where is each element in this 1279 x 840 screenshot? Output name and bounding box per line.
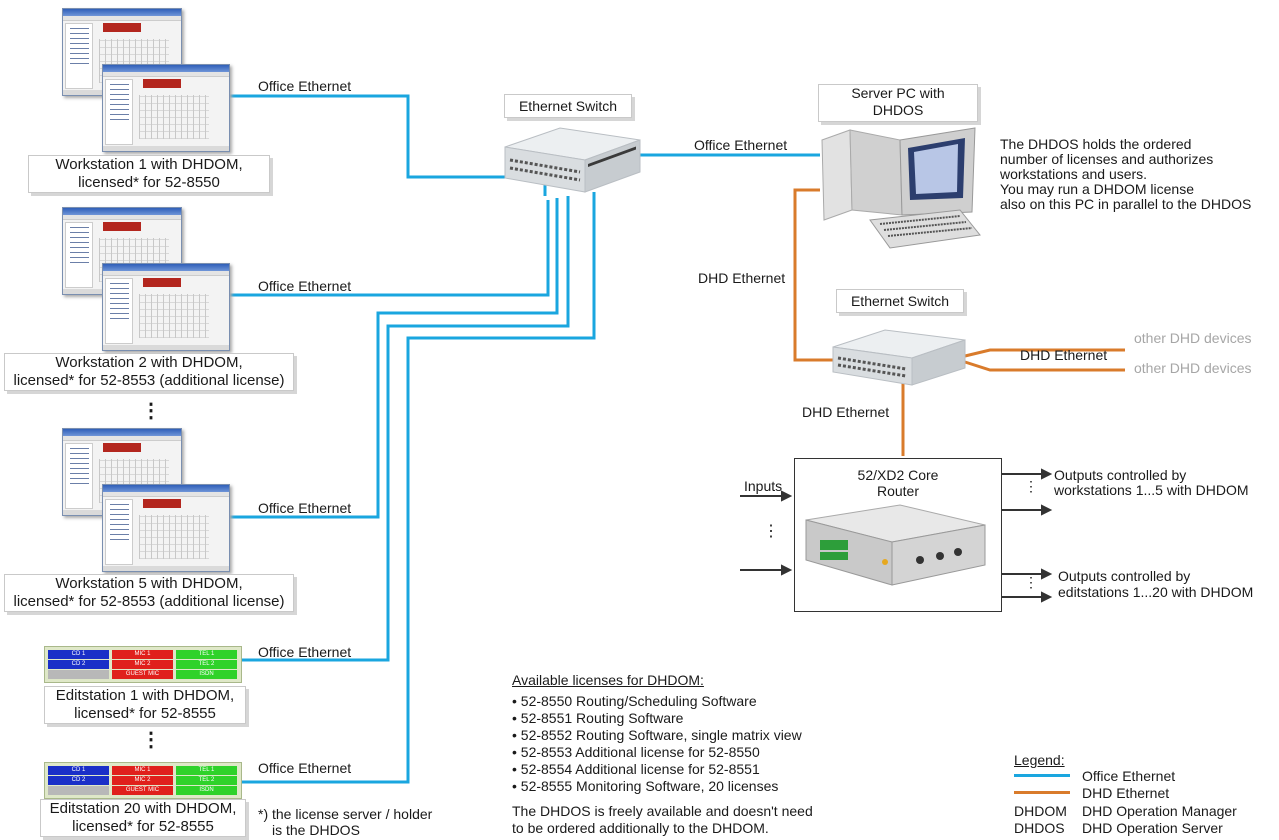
workstation-2-window-front [102,263,230,351]
workstation-ellipsis: ⋮ [141,400,161,422]
panel-button: TEL 1 [176,766,237,775]
workstation-1-caption: Workstation 1 with DHDOM,licensed* for 5… [28,155,270,193]
editstation-ellipsis: ⋮ [141,729,161,751]
office-link-ws1 [228,94,547,196]
legend-dhdos-abbr: DHDOS [1014,820,1065,836]
panel-button: GUEST MIC [112,670,173,679]
editstation-1-caption: Editstation 1 with DHDOM,licensed* for 5… [44,686,246,724]
panel-button: GUEST MIC [112,786,173,795]
outputs-1-ellipsis: ⋮ [1024,478,1038,494]
dhdos-note: The DHDOS is freely available and doesn'… [512,803,813,836]
router-device [805,504,986,586]
ws5-link-label: Office Ethernet [258,500,352,516]
es1-link-label: Office Ethernet [258,644,352,660]
license-item: • 52-8550 Routing/Scheduling Software [512,693,757,709]
router-inputs-label: Inputs [744,478,783,494]
editstation-1-panel: CD 1 MIC 1 TEL 1 CD 2 MIC 2 TEL 2 GUEST … [44,646,242,683]
legend-dhd-label: DHD Ethernet [1082,785,1170,801]
legend-dhdom-abbr: DHDOM [1014,803,1067,819]
office-switch-label: Ethernet Switch [504,94,632,118]
office-link-ws2 [228,200,550,297]
workstation-1-window-front [102,64,230,152]
office-switch-device [504,127,641,193]
server-dhd-link-label: DHD Ethernet [698,270,786,286]
panel-button: TEL 2 [176,776,237,785]
panel-button: MIC 1 [112,766,173,775]
panel-button: TEL 1 [176,650,237,659]
license-item: • 52-8555 Monitoring Software, 20 licens… [512,778,779,794]
inputs-ellipsis: ⋮ [763,523,779,540]
legend-dhdom-full: DHD Operation Manager [1082,803,1237,819]
workstation-5-window-front [102,484,230,572]
dhd-link-server [793,188,860,362]
legend-heading: Legend: [1014,752,1065,768]
panel-button: CD 2 [48,776,109,785]
panel-button: CD 1 [48,650,109,659]
panel-button: ISDN [176,786,237,795]
office-link-es1 [228,196,570,662]
licenses-block: Available licenses for DHDOM: • 52-8550 … [512,672,802,795]
panel-button [48,786,109,795]
dhd-link-other1 [964,348,1125,358]
panel-button: MIC 1 [112,650,173,659]
panel-button: CD 2 [48,660,109,669]
office-link-ws5 [228,198,559,519]
footnote-line1: *) the license server / holder [258,806,433,822]
legend-dhd-line [1014,791,1070,794]
panel-button: CD 1 [48,766,109,775]
license-item: • 52-8554 Additional license for 52-8551 [512,761,760,777]
legend-office-line [1014,774,1070,777]
es20-link-label: Office Ethernet [258,760,352,776]
dhd-link-other2 [964,360,1125,372]
other-dhd-devices-1: other DHD devices [1134,330,1252,346]
editstation-20-caption: Editstation 20 with DHDOM,licensed* for … [40,799,246,837]
dhd-switch-device [832,329,966,386]
ws2-link-label: Office Ethernet [258,278,352,294]
legend-office-label: Office Ethernet [1082,768,1176,784]
license-item: • 52-8553 Additional license for 52-8550 [512,744,760,760]
server-pc-device [821,127,981,249]
outputs-2-ellipsis: ⋮ [1024,574,1038,590]
workstation-5-caption: Workstation 5 with DHDOM,licensed* for 5… [4,574,294,612]
panel-button: MIC 2 [112,660,173,669]
panel-button [48,670,109,679]
workstation-2-caption: Workstation 2 with DHDOM,licensed* for 5… [4,353,294,391]
dhd-switch-label: Ethernet Switch [836,289,964,313]
panel-button: ISDN [176,670,237,679]
license-item: • 52-8551 Routing Software [512,710,684,726]
dhd-side-link-label: DHD Ethernet [1020,347,1108,363]
panel-button: MIC 2 [112,776,173,785]
ws1-link-label: Office Ethernet [258,78,352,94]
other-dhd-devices-2: other DHD devices [1134,360,1252,376]
router-frame [794,458,1002,612]
panel-button: TEL 2 [176,660,237,669]
router-link-label: DHD Ethernet [802,404,890,420]
editstation-20-panel: CD 1 MIC 1 TEL 1 CD 2 MIC 2 TEL 2 GUEST … [44,762,242,799]
legend-dhdos-full: DHD Operation Server [1082,820,1223,836]
licenses-heading: Available licenses for DHDOM: [512,672,704,688]
license-item: • 52-8552 Routing Software, single matri… [512,727,802,743]
server-uplink-label: Office Ethernet [694,137,788,153]
office-link-es20 [228,192,596,784]
footnote-line2: is the DHDOS [272,822,360,838]
